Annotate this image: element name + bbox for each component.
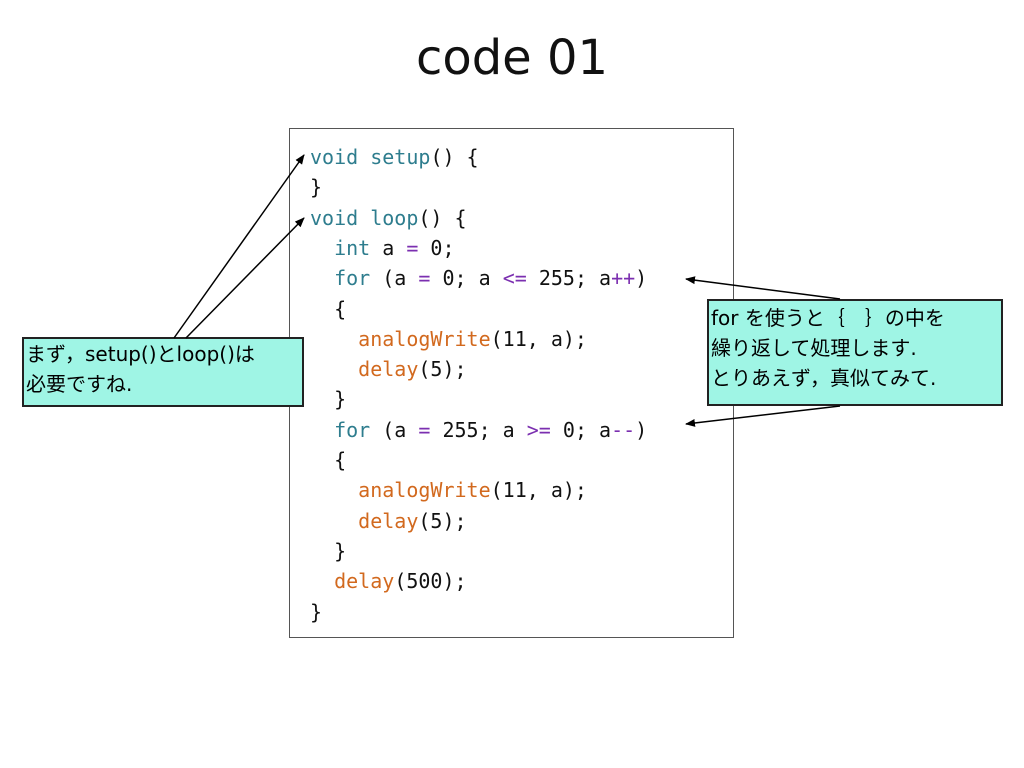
code-line: for (a = 255; a >= 0; a--) [310, 415, 647, 445]
code-token: { [310, 296, 347, 321]
code-token [358, 206, 370, 230]
code-token: -- [611, 417, 636, 442]
code-line: analogWrite(11, a); [310, 475, 587, 505]
code-token [310, 569, 334, 593]
code-token: 255; a [430, 417, 527, 442]
callout-for-loop-line-2: 繰り返して処理します. [711, 336, 917, 360]
code-token [310, 266, 334, 290]
code-line: void loop() { [310, 203, 467, 233]
code-token [310, 327, 358, 351]
code-line: } [310, 384, 346, 414]
code-token: void [310, 205, 359, 230]
code-token: 0; [418, 235, 455, 260]
code-token: int [334, 235, 371, 260]
code-token: (5); [418, 357, 467, 382]
code-token: } [310, 599, 323, 624]
code-token: 255; a [526, 266, 612, 291]
code-line: } [310, 172, 322, 202]
code-line: { [310, 294, 346, 324]
code-token: (a [370, 417, 419, 442]
code-line: void setup() { [310, 142, 479, 172]
code-token: delay [334, 569, 395, 594]
code-token: loop [370, 205, 419, 230]
code-token: } [310, 175, 323, 200]
code-token [310, 418, 334, 442]
callout-setup-loop-line-1: まず，setup()とloop()は [26, 342, 255, 366]
code-token: () { [430, 145, 479, 169]
code-line: { [310, 445, 346, 475]
code-token: analogWrite [358, 326, 491, 351]
code-token: delay [358, 508, 419, 533]
code-token: } [310, 387, 347, 412]
code-token: = [418, 417, 431, 442]
code-token: } [310, 538, 347, 563]
code-box: void setup() {}void loop() { int a = 0; … [289, 128, 734, 638]
code-token: = [406, 235, 419, 260]
code-token: { [310, 448, 347, 472]
code-token: 0; a [430, 266, 503, 291]
code-token: ) [635, 266, 648, 291]
code-token: >= [526, 417, 551, 442]
code-line: int a = 0; [310, 233, 455, 263]
code-token: analogWrite [358, 478, 491, 503]
code-token: for [334, 417, 371, 442]
callout-for-loop: for を使うと｛ ｝の中を 繰り返して処理します. とりあえず，真似てみて. [707, 299, 1003, 406]
code-token: () { [418, 205, 467, 230]
code-token: (500); [394, 569, 467, 594]
code-token [310, 236, 334, 260]
code-line: for (a = 0; a <= 255; a++) [310, 263, 647, 293]
code-line: } [310, 597, 322, 627]
code-token: setup [370, 145, 431, 169]
code-token: 0; a [550, 417, 612, 442]
arrow-to-loop [185, 217, 305, 339]
code-line: delay(500); [310, 566, 467, 596]
code-token [310, 357, 358, 381]
code-token: (11, a); [490, 478, 587, 503]
code-token: (a [370, 266, 419, 291]
callout-setup-loop: まず，setup()とloop()は 必要ですね. [22, 337, 304, 407]
code-line: analogWrite(11, a); [310, 324, 587, 354]
callout-for-loop-line-3: とりあえず，真似てみて. [711, 366, 937, 390]
code-token [310, 478, 358, 502]
code-token: ) [635, 417, 648, 442]
code-token: (11, a); [490, 326, 587, 351]
code-token [310, 509, 358, 533]
code-line: delay(5); [310, 354, 467, 384]
code-token: for [334, 266, 371, 291]
slide-title: code 01 [415, 30, 609, 86]
code-token: void [310, 145, 359, 169]
callout-setup-loop-line-2: 必要ですね. [26, 372, 133, 396]
callout-for-loop-line-1: for を使うと｛ ｝の中を [711, 306, 945, 330]
code-token: ++ [611, 266, 636, 291]
code-token: (5); [418, 508, 467, 533]
code-token: a [370, 235, 407, 260]
code-token: delay [358, 357, 419, 382]
code-line: } [310, 536, 346, 566]
arrow-to-setup [173, 154, 305, 339]
code-token: <= [502, 266, 527, 291]
code-token: = [418, 266, 431, 291]
code-line: delay(5); [310, 506, 467, 536]
code-token [358, 145, 370, 169]
